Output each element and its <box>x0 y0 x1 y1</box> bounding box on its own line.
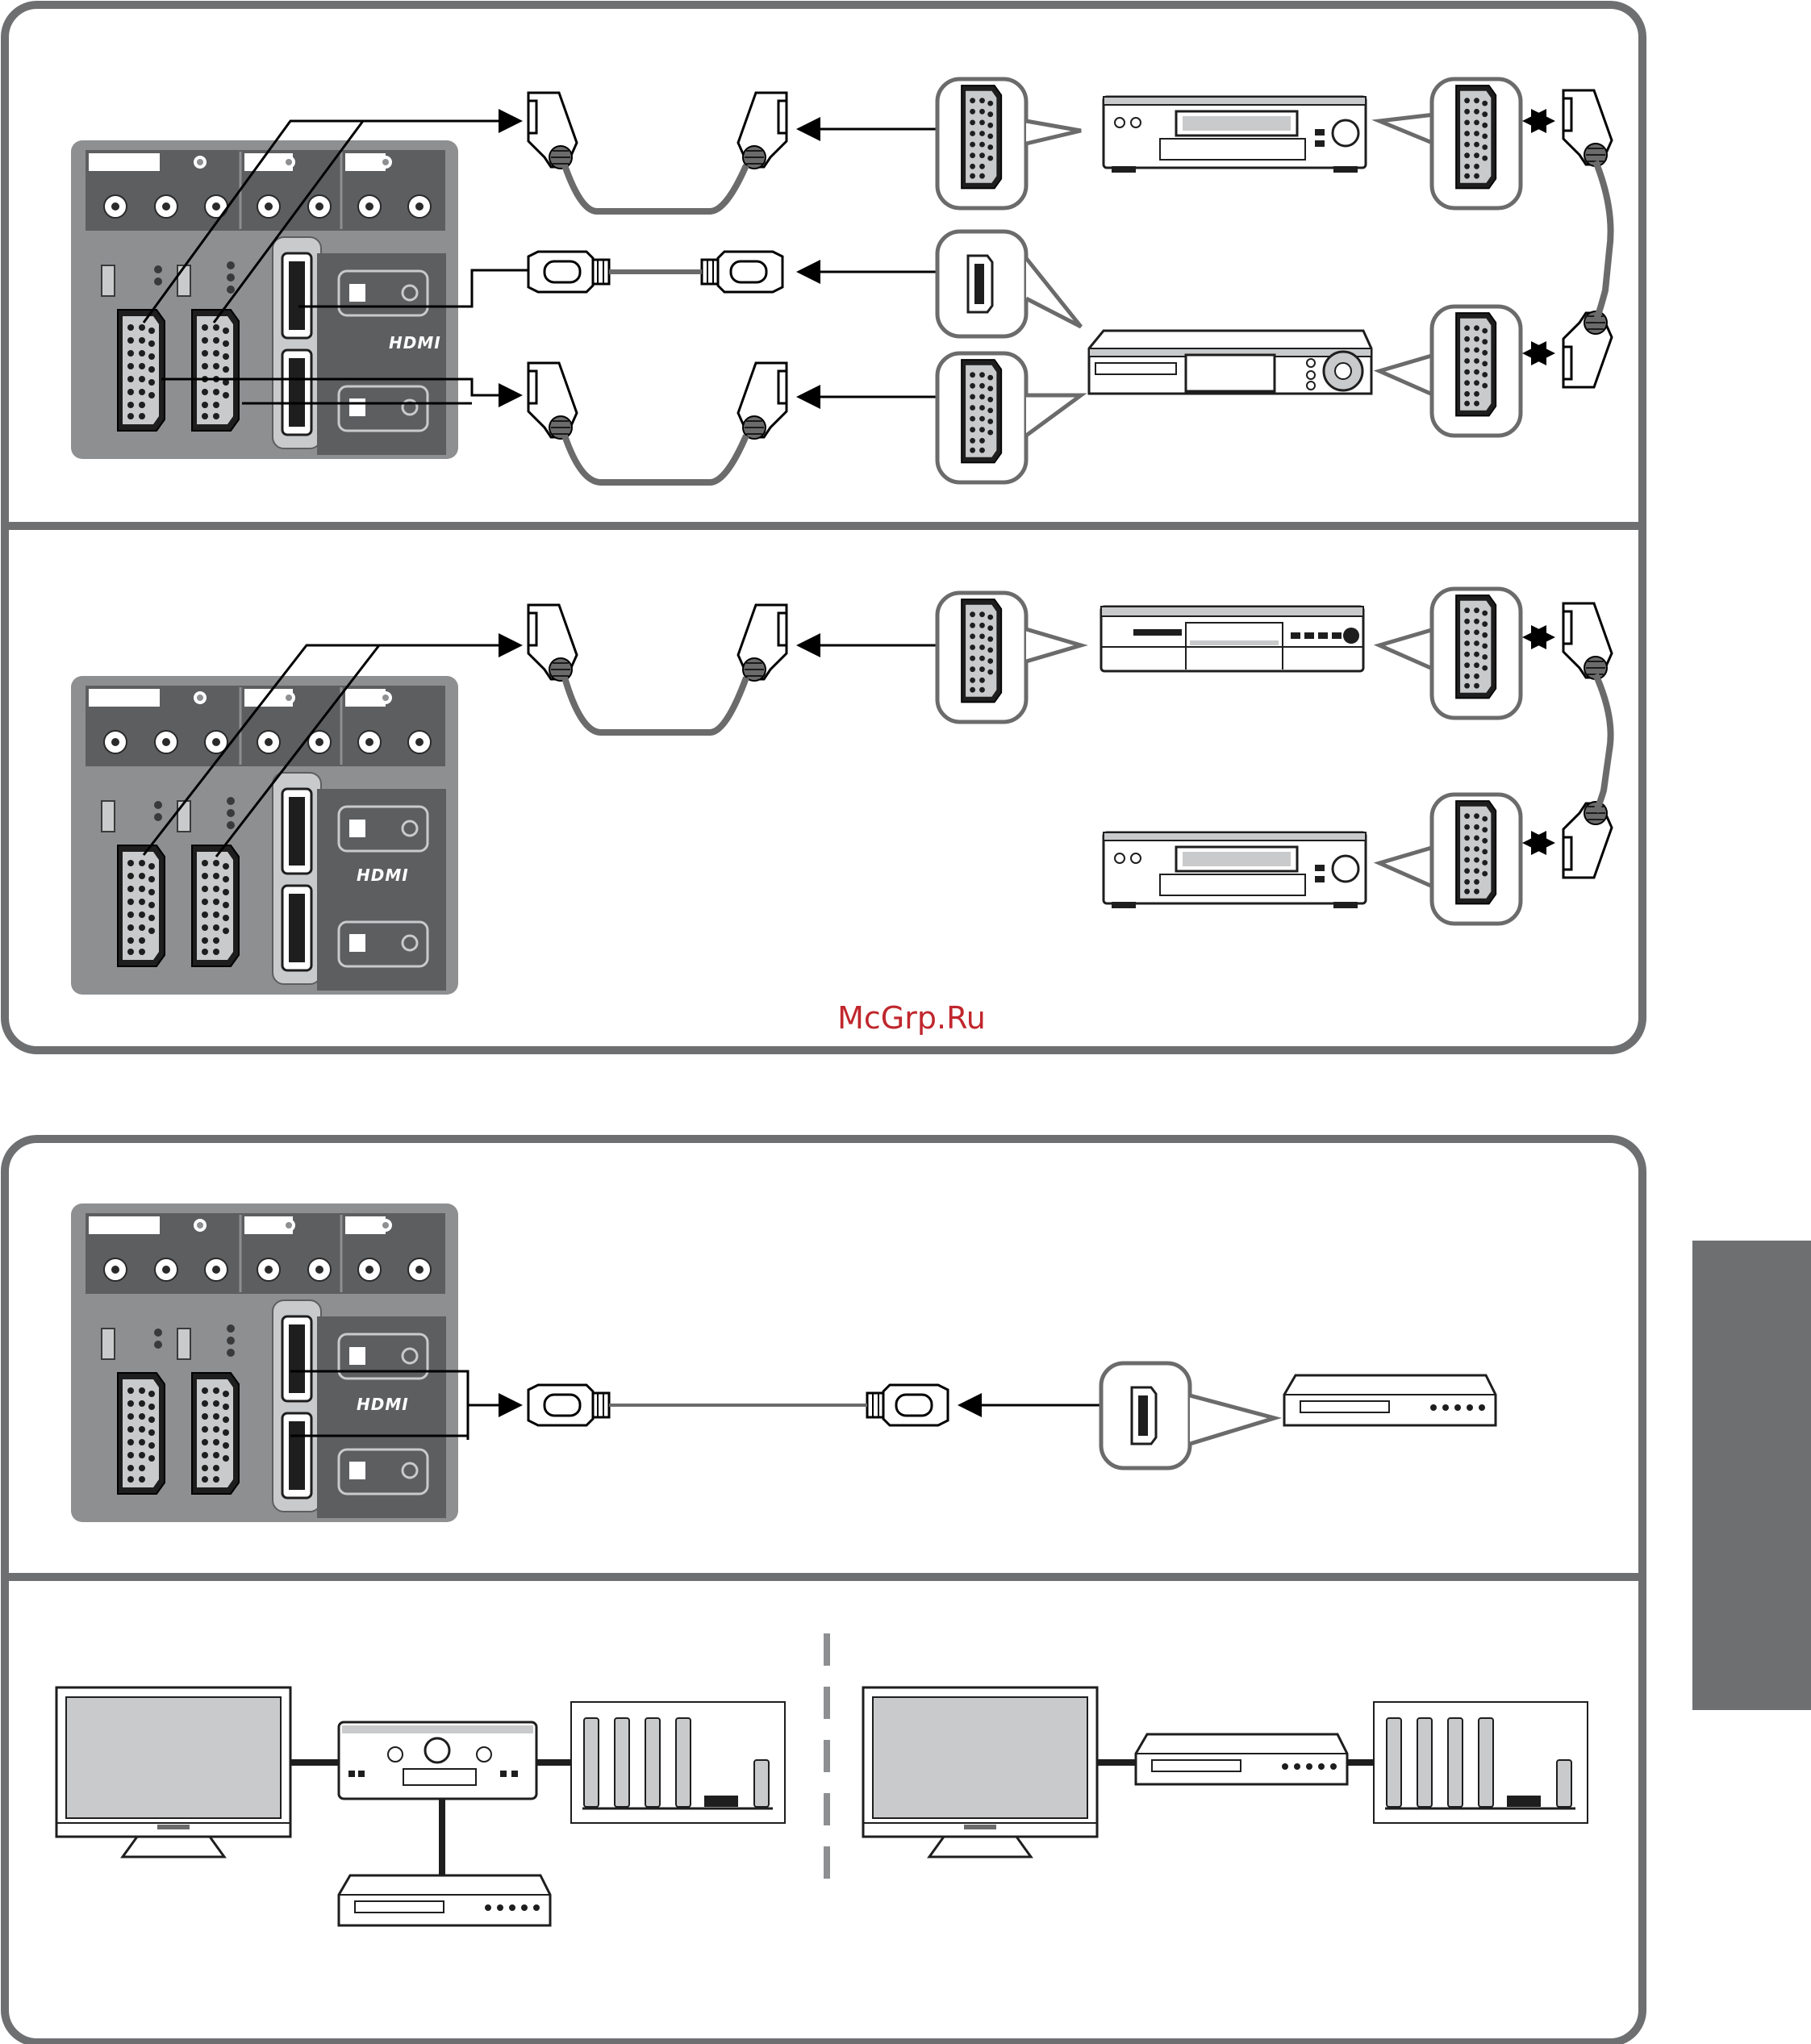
scart-socket-callout <box>937 593 1026 722</box>
tv <box>56 1687 290 1857</box>
scart-socket-callout <box>937 79 1026 208</box>
speakers <box>1374 1702 1588 1823</box>
hdmi-cable-player <box>528 1385 948 1425</box>
hdmi-socket-callout <box>937 232 1026 336</box>
tv-connection-panel <box>71 140 458 459</box>
section-scart-hdmi-dvd-vcr: HDMI <box>71 79 1612 482</box>
hdmi-cable-recorder <box>528 252 782 292</box>
scart-cable-recorder <box>528 363 787 482</box>
hdmi-logo: HDMI <box>357 1395 409 1414</box>
dvd-recorder <box>1136 1734 1347 1784</box>
scart-socket-callout <box>1432 79 1521 208</box>
tv-connection-panel <box>71 676 458 995</box>
hdmi-logo: HDMI <box>389 333 441 352</box>
scart-socket-callout <box>1432 307 1521 436</box>
scart-socket-callout <box>1432 795 1521 924</box>
scart-socket-callout <box>937 353 1026 482</box>
speakers <box>571 1702 785 1823</box>
av-receiver <box>339 1722 536 1799</box>
scart-cable-dvd <box>528 605 787 732</box>
vcr <box>1104 97 1366 173</box>
scart-cable-chain <box>1563 603 1612 878</box>
scart-socket-callout <box>1432 589 1521 718</box>
section-home-theatre <box>56 1633 1588 1925</box>
hdmi-socket-callout <box>1101 1363 1190 1468</box>
dvd-player <box>339 1875 550 1925</box>
scart-cable-chain <box>1563 90 1612 387</box>
section-hdmi-player: HDMI <box>71 1203 1496 1522</box>
scart-cable-vcr <box>528 93 787 211</box>
tv <box>863 1687 1097 1857</box>
dvd-recorder <box>1089 331 1371 394</box>
hdmi-logo: HDMI <box>357 866 409 885</box>
dvd-player <box>1284 1375 1496 1425</box>
section-scart-dvd-vcr-chain: HDMI <box>71 589 1612 995</box>
dvd-player <box>1101 607 1363 671</box>
watermark: McGrp.Ru <box>815 1000 1008 1036</box>
tv-connection-panel <box>71 1203 458 1522</box>
vcr <box>1104 832 1366 908</box>
section-tab <box>1692 1241 1811 1710</box>
